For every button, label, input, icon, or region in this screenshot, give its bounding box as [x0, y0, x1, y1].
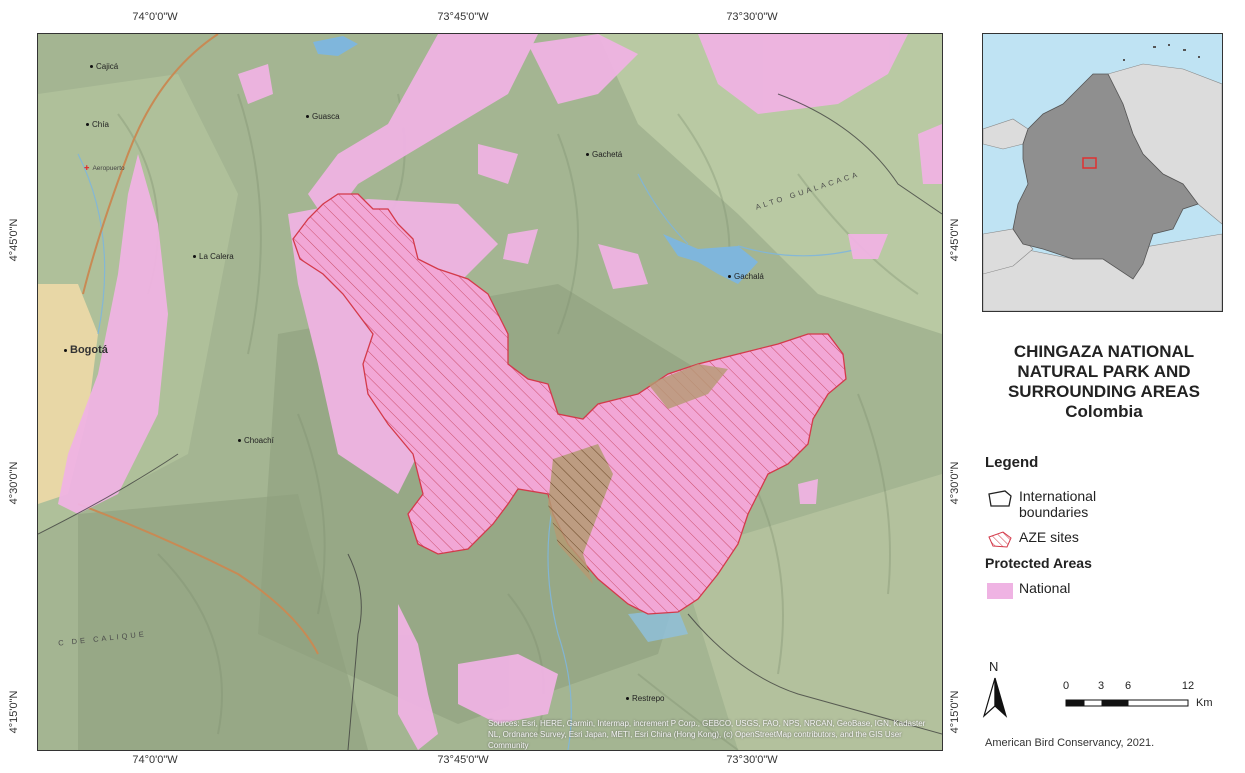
place-gachala: Gachalá [728, 272, 764, 281]
place-la-calera: La Calera [193, 252, 234, 261]
aze-site-hatch [293, 194, 846, 614]
rivers [77, 153, 859, 750]
town-dot-icon [193, 255, 196, 259]
legend-heading: Legend [985, 454, 1039, 471]
reservoir-north [313, 36, 358, 56]
map-title-line1: CHINGAZA NATIONAL [1013, 342, 1195, 361]
legend-item-national: National [985, 580, 1070, 600]
coord-top-3: 73°30'0"W [726, 11, 778, 23]
place-bogota-label: Bogotá [70, 344, 108, 356]
main-map[interactable]: Cajicá Chía Guasca La Calera Bogotá Choa… [37, 33, 943, 751]
place-guasca: Guasca [306, 112, 340, 121]
map-title-line3: SURROUNDING AREAS [1007, 382, 1201, 401]
roads [77, 34, 319, 655]
airport-icon: ✚ [84, 165, 90, 172]
place-la-calera-label: La Calera [199, 252, 234, 261]
scale-tick-12: 12 [1181, 680, 1195, 692]
place-aeropuerto: ✚Aeropuerto [84, 164, 125, 172]
map-credit: American Bird Conservancy, 2021. [985, 737, 1155, 749]
town-dot-icon [90, 65, 93, 69]
map-title-line2: NATURAL PARK AND [1017, 362, 1191, 381]
terrain-light-se [678, 474, 942, 750]
legend-label-boundaries: International boundaries [1019, 488, 1097, 520]
reservoir-south [628, 609, 688, 642]
coord-right-3: 4°15'0"N [949, 690, 961, 734]
coord-bottom-1: 74°0'0"W [132, 754, 178, 766]
town-dot-icon [238, 439, 241, 443]
coord-bottom-3: 73°30'0"W [726, 754, 778, 766]
town-dot-icon [626, 697, 629, 701]
legend-item-boundaries: International boundaries [985, 488, 1139, 520]
aze-hatch-symbol-icon [985, 529, 1019, 549]
legend-label-aze: AZE sites [1019, 529, 1079, 545]
place-chia-label: Chía [92, 120, 109, 129]
inset-map[interactable] [982, 33, 1223, 312]
inset-colombia [1012, 73, 1199, 280]
aze-site-outside-park-hatch [548, 444, 613, 584]
place-gacheta-label: Gachetá [592, 150, 623, 159]
place-guasca-label: Guasca [312, 112, 340, 121]
map-title: CHINGAZA NATIONAL NATURAL PARK AND SURRO… [975, 342, 1233, 422]
coord-right-2: 4°30'0"N [949, 461, 961, 505]
place-chia: Chía [86, 120, 109, 129]
aze-site-outside-park-ne [648, 364, 728, 409]
boundary-lines [38, 93, 942, 750]
scale-tick-6: 6 [1124, 680, 1132, 692]
legend-item-aze: AZE sites [985, 529, 1079, 549]
national-swatch-icon [985, 580, 1019, 600]
bogota-urban-area [38, 284, 98, 504]
place-restrepo: Restrepo [626, 694, 664, 703]
inset-islands [1123, 44, 1200, 61]
reservoir-gachala [663, 234, 758, 284]
coord-left-3: 4°15'0"N [8, 690, 20, 734]
place-bogota: Bogotá [64, 344, 108, 356]
coord-left-2: 4°30'0"N [8, 461, 20, 505]
scale-bar: 0 3 6 12 Km [1058, 680, 1238, 720]
scale-bar-graphic [1065, 699, 1189, 707]
place-gachala-label: Gachalá [734, 272, 764, 281]
place-choachi: Choachí [238, 436, 274, 445]
map-canvas [38, 34, 942, 750]
place-cajica: Cajicá [90, 62, 118, 71]
coord-bottom-2: 73°45'0"W [437, 754, 489, 766]
place-gacheta: Gachetá [586, 150, 622, 159]
boundary-symbol-icon [985, 488, 1019, 508]
city-dot-icon [64, 348, 67, 352]
scale-unit: Km [1196, 697, 1213, 709]
coord-top-1: 74°0'0"W [132, 11, 178, 23]
place-aeropuerto-label: Aeropuerto [92, 165, 125, 172]
town-dot-icon [86, 123, 89, 127]
inset-canvas [983, 34, 1222, 311]
north-label: N [989, 659, 999, 674]
scale-tick-0: 0 [1062, 680, 1070, 692]
town-dot-icon [586, 153, 589, 157]
north-arrow-icon [980, 660, 1010, 720]
place-cajica-label: Cajicá [96, 62, 119, 71]
legend-protected-heading: Protected Areas [985, 555, 1092, 571]
place-choachi-label: Choachí [244, 436, 274, 445]
coord-right-1: 4°45'0"N [949, 218, 961, 262]
legend-label-national: National [1019, 580, 1071, 596]
map-title-country: Colombia [1065, 402, 1143, 421]
inset-study-area-marker [1082, 157, 1097, 169]
map-attribution: Sources: Esri, HERE, Garmin, Intermap, i… [488, 719, 926, 750]
coord-top-2: 73°45'0"W [437, 11, 489, 23]
terrain-dark-sw [78, 494, 368, 750]
coord-left-1: 4°45'0"N [8, 218, 20, 262]
place-restrepo-label: Restrepo [632, 694, 665, 703]
scale-tick-3: 3 [1097, 680, 1105, 692]
town-dot-icon [306, 115, 309, 119]
town-dot-icon [728, 275, 731, 279]
